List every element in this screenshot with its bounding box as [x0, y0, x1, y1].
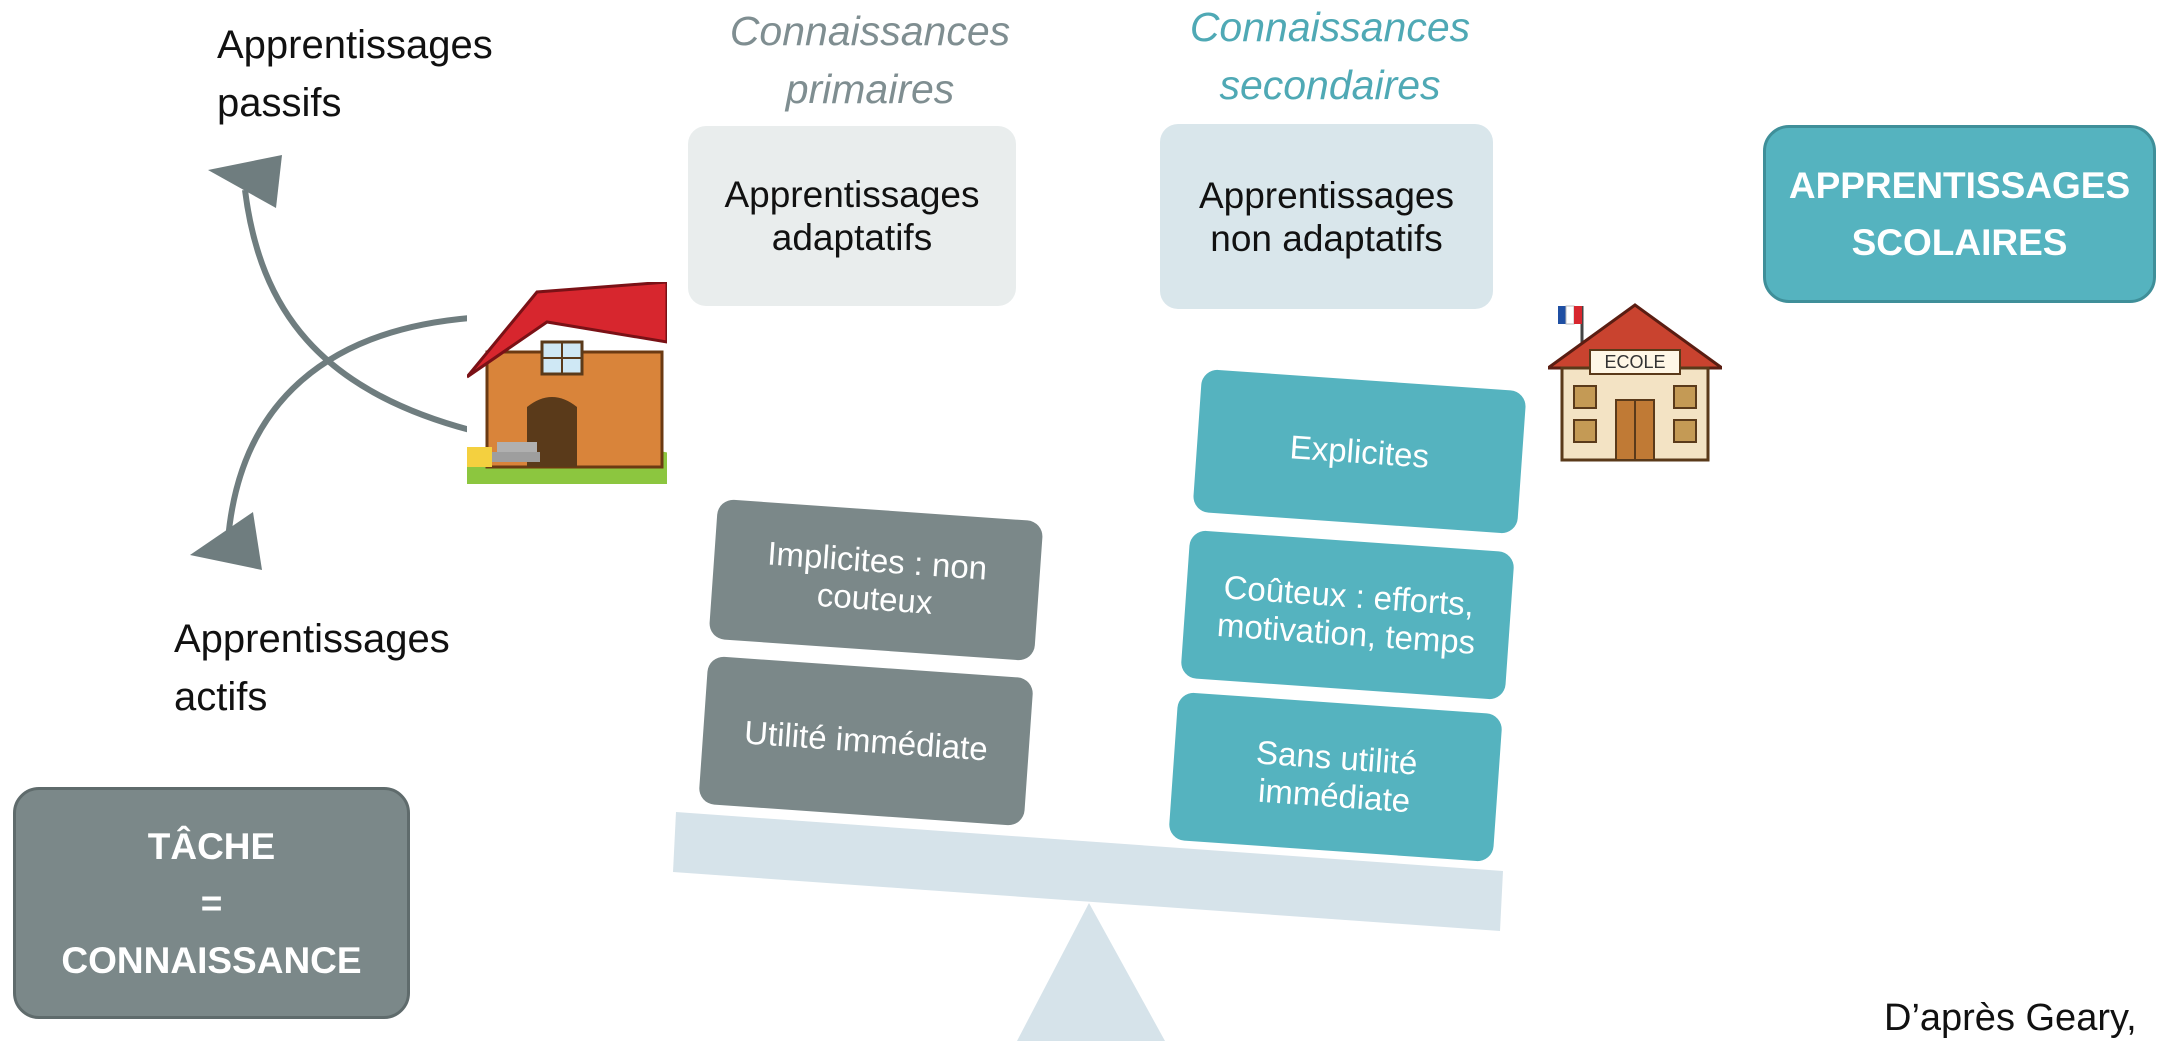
box-task-label: TÂCHE = CONNAISSANCE: [61, 825, 362, 981]
block-costly-label: Coûteux : efforts, motivation, temps: [1215, 568, 1477, 661]
label-passive-learning: Apprentissages passifs: [217, 23, 493, 125]
block-immediate-label: Utilité immédiate: [743, 713, 989, 768]
box-task-knowledge: TÂCHE = CONNAISSANCE: [13, 787, 410, 1019]
box-school-learning: APPRENTISSAGES SCOLAIRES: [1763, 125, 2156, 303]
block-implicit-label: Implicites : non couteux: [766, 534, 989, 621]
school-sign-text: ECOLE: [1604, 352, 1665, 372]
arrow-to-passive: [242, 189, 471, 433]
card-adaptive-label: Apprentissages adaptatifs: [724, 174, 980, 258]
header-primary-knowledge: Connaissances primaires: [729, 8, 1011, 112]
house-illustration: [467, 282, 667, 484]
block-explicit: Explicites: [1192, 368, 1527, 535]
block-no-utility-label: Sans utilité immédiate: [1255, 733, 1419, 820]
arrow-head-active: [190, 512, 262, 570]
label-active-learning: Apprentissages actifs: [174, 617, 450, 719]
block-costly: Coûteux : efforts, motivation, temps: [1180, 529, 1515, 701]
block-explicit-label: Explicites: [1288, 427, 1431, 475]
block-no-immediate-utility: Sans utilité immédiate: [1168, 691, 1503, 863]
arrow-head-passive: [208, 155, 282, 208]
balance-fulcrum: [1017, 903, 1165, 1041]
balance-beam: [673, 812, 1503, 931]
card-adaptive-learning: Apprentissages adaptatifs: [688, 126, 1016, 306]
card-non-adaptive-label: Apprentissages non adaptatifs: [1198, 174, 1455, 259]
block-implicit: Implicites : non couteux: [708, 498, 1044, 662]
arrow-to-active: [225, 315, 471, 541]
header-secondary-knowledge: Connaissances secondaires: [1189, 4, 1471, 108]
box-school-label: APPRENTISSAGES SCOLAIRES: [1788, 165, 2131, 263]
school-building-illustration: ECOLE: [1548, 300, 1722, 463]
source-credit: D’après Geary,: [1884, 997, 2137, 1039]
block-immediate-utility: Utilité immédiate: [698, 655, 1034, 827]
card-non-adaptive-learning: Apprentissages non adaptatifs: [1160, 124, 1493, 309]
